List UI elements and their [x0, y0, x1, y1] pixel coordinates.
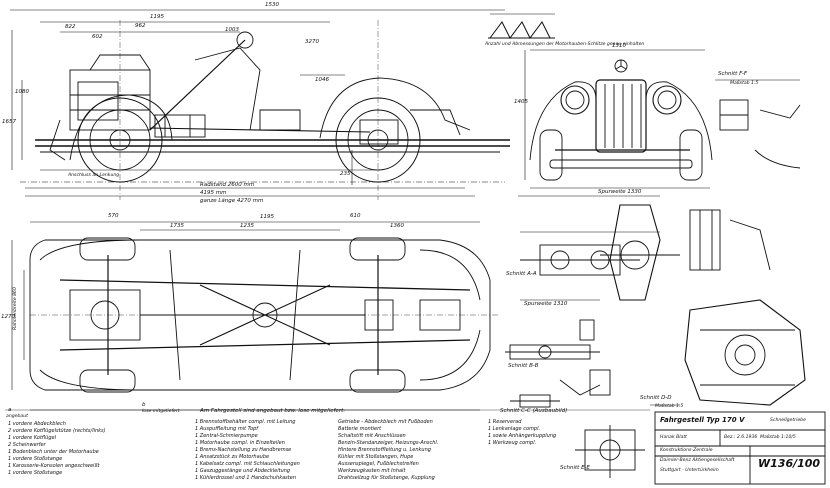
- legend-item: 1 Kabelsatz compl. mit Schlauchleitungen: [195, 461, 300, 467]
- legend-item: 1 vordere Stoßstange: [8, 470, 63, 476]
- legend-item: 1 sowie Anhängerkupplung: [488, 433, 557, 439]
- dim-3270: 3270: [305, 39, 319, 45]
- plan-dim-1360: 1360: [390, 223, 404, 229]
- front-view: [524, 49, 801, 189]
- company-line-2: Daimler-Benz Aktiengesellschaft: [660, 458, 735, 463]
- dim-overall: 1530: [265, 2, 279, 8]
- legend-item: 1 Ansatzstück zu Motorhaube: [195, 454, 270, 460]
- title-block-frame: [654, 411, 826, 485]
- company-line-1: Konstruktions-Zentrale: [660, 448, 713, 453]
- drawing-number: W136/100: [758, 457, 821, 470]
- company-line-3: Stuttgart - Untertürkheim: [660, 468, 719, 473]
- legend-title: Am Fahrgestell sind angebaut bzw. lose m…: [200, 408, 346, 414]
- section-details: [505, 195, 806, 478]
- legend-item: 1 Brennstoffbehälter compl. mit Leitung: [195, 419, 296, 425]
- ground-clearance: 235: [340, 171, 351, 177]
- legend-item: Aussenspiegel, Fußblechstreifen: [338, 461, 419, 467]
- length-4195: 4195 mm: [200, 190, 227, 196]
- plan-dim-1735: 1735: [170, 223, 184, 229]
- legend-col-3: Getriebe - Abdeckblech mit Fußboden Batt…: [338, 419, 438, 482]
- designer-label: Hanak Blatt: [660, 435, 687, 440]
- steering-note: Anschluss an Lenkung: [68, 173, 120, 178]
- plan-dim-1195: 1195: [260, 214, 274, 220]
- legend-item: Kühler mit Stoßstangen, Hupe: [338, 454, 414, 460]
- legend-item: 1 vordere Stoßstange: [8, 456, 63, 462]
- legend-item: Werkzeugkasten mit Inhalt: [338, 468, 406, 474]
- legend-col-1: 1 vordere Abdeckblech 2 vordere Kotflüge…: [8, 421, 106, 477]
- scale-label: Maßstab 1:10/5: [760, 435, 796, 440]
- plan-dim-610: 610: [350, 213, 361, 219]
- legend-item: 1 Werkzeug compl.: [488, 440, 537, 446]
- legend-item: 1 Reserverad: [488, 419, 522, 425]
- overall-length-label: ganze Länge 4270 mm: [200, 198, 264, 204]
- plan-view: [11, 221, 500, 411]
- side-view: [10, 9, 555, 200]
- front-track-label: Spurweite 1330: [598, 189, 642, 195]
- legend-item: 2 Scheinwerfer: [8, 442, 46, 448]
- legend-item: 2 vordere Kotflügelstütze (rechts/links): [8, 428, 106, 434]
- louvre-caption: Anzahl und Abmessungen der Motorhauben-S…: [485, 42, 645, 47]
- legend-item: 1 Gaszuggestänge und Abdeckleitung: [195, 468, 291, 474]
- legend-item: Getriebe - Abdeckblech mit Fußboden: [338, 419, 433, 425]
- section-ff-scale: Maßstab 1:5: [730, 81, 759, 86]
- dim-962: 962: [135, 23, 146, 29]
- section-ee-label: Schnitt E-E: [560, 465, 591, 471]
- frame-width-label: Rahmenbreite 860: [13, 287, 18, 330]
- legend-col-2: 1 Brennstoffbehälter compl. mit Leitung …: [195, 419, 300, 482]
- section-dd-scale: Maßstab 1:5: [655, 404, 684, 409]
- legend-item: Batterie montiert: [338, 426, 382, 432]
- date-label: Bez.: 2.6.1936: [724, 435, 758, 440]
- section-dd-label: Schnitt D-D: [640, 395, 672, 401]
- drawing-title: Fahrgestell Typ 170 V: [660, 416, 745, 424]
- section-cc-label: Schnitt C-C (Ausbaubild): [500, 408, 568, 414]
- legend-header-a: a: [8, 407, 12, 413]
- legend-item: 1 Zentral-Schmierpumpe: [195, 433, 258, 439]
- dim-1046: 1046: [315, 77, 329, 83]
- plan-width: 1270: [1, 314, 15, 320]
- dim-822: 822: [65, 24, 76, 30]
- legend-item: 1 Motorhaube compl. in Einzelteilen: [195, 440, 285, 446]
- legend-item: 1 vordere Abdeckblech: [8, 421, 66, 427]
- legend-sub-a: angebaut: [6, 414, 28, 419]
- dim-1080: 1080: [15, 89, 29, 95]
- legend-item: 1 Auspuffleitung mit Topf: [195, 426, 259, 432]
- wheelbase-label: Radstand 2600 mm: [200, 182, 255, 188]
- section-bb-label: Schnitt B-B: [508, 363, 539, 369]
- plan-dim-570: 570: [108, 213, 119, 219]
- dim-1657: 1657: [2, 119, 16, 125]
- rear-track-label: Spurweite 1310: [524, 301, 568, 307]
- dim-1195: 1195: [150, 14, 164, 20]
- dim-1003: 1003: [225, 27, 239, 33]
- legend-item: 1 vordere Kotflügel: [8, 435, 56, 441]
- front-dim-1310: 1310: [612, 43, 626, 49]
- legend-item: Hintere Brennstoffleitung u. Lenkung: [338, 447, 431, 453]
- legend-item: 1 Bodenblech unter der Motorhaube: [8, 449, 99, 455]
- legend-item: Drahtseilzug für Stoßstange, Kupplung: [338, 475, 435, 481]
- legend-sub-b: lose mitgeliefert: [142, 409, 180, 414]
- legend-header-b: b: [142, 402, 146, 408]
- legend-item: 1 Brems-Nachstellung zu Handbremse: [195, 447, 292, 453]
- section-aa-label: Schnitt A-A: [506, 271, 537, 277]
- legend-col-4: 1 Reserverad 1 Lenkanlage compl. 1 sowie…: [488, 419, 556, 447]
- legend-item: 1 Karosserie-Konsolen angeschweißt: [8, 463, 100, 469]
- drawing-subtitle: Schnellgetriebe: [770, 418, 806, 423]
- legend-item: Schaltstift mit Anschlüssen: [338, 433, 406, 439]
- legend-item: 1 Kühlerdrossel und 1 Handschuhkasten: [195, 475, 296, 481]
- section-ff-label: Schnitt F-F: [718, 71, 748, 77]
- plan-dim-1235: 1235: [240, 223, 254, 229]
- legend-item: Benzin-Standanzeiger, Heizungs-Anschl.: [338, 440, 439, 446]
- legend-item: 1 Lenkanlage compl.: [488, 426, 541, 432]
- front-dim-height: 1405: [514, 99, 528, 105]
- dim-602: 602: [92, 34, 103, 40]
